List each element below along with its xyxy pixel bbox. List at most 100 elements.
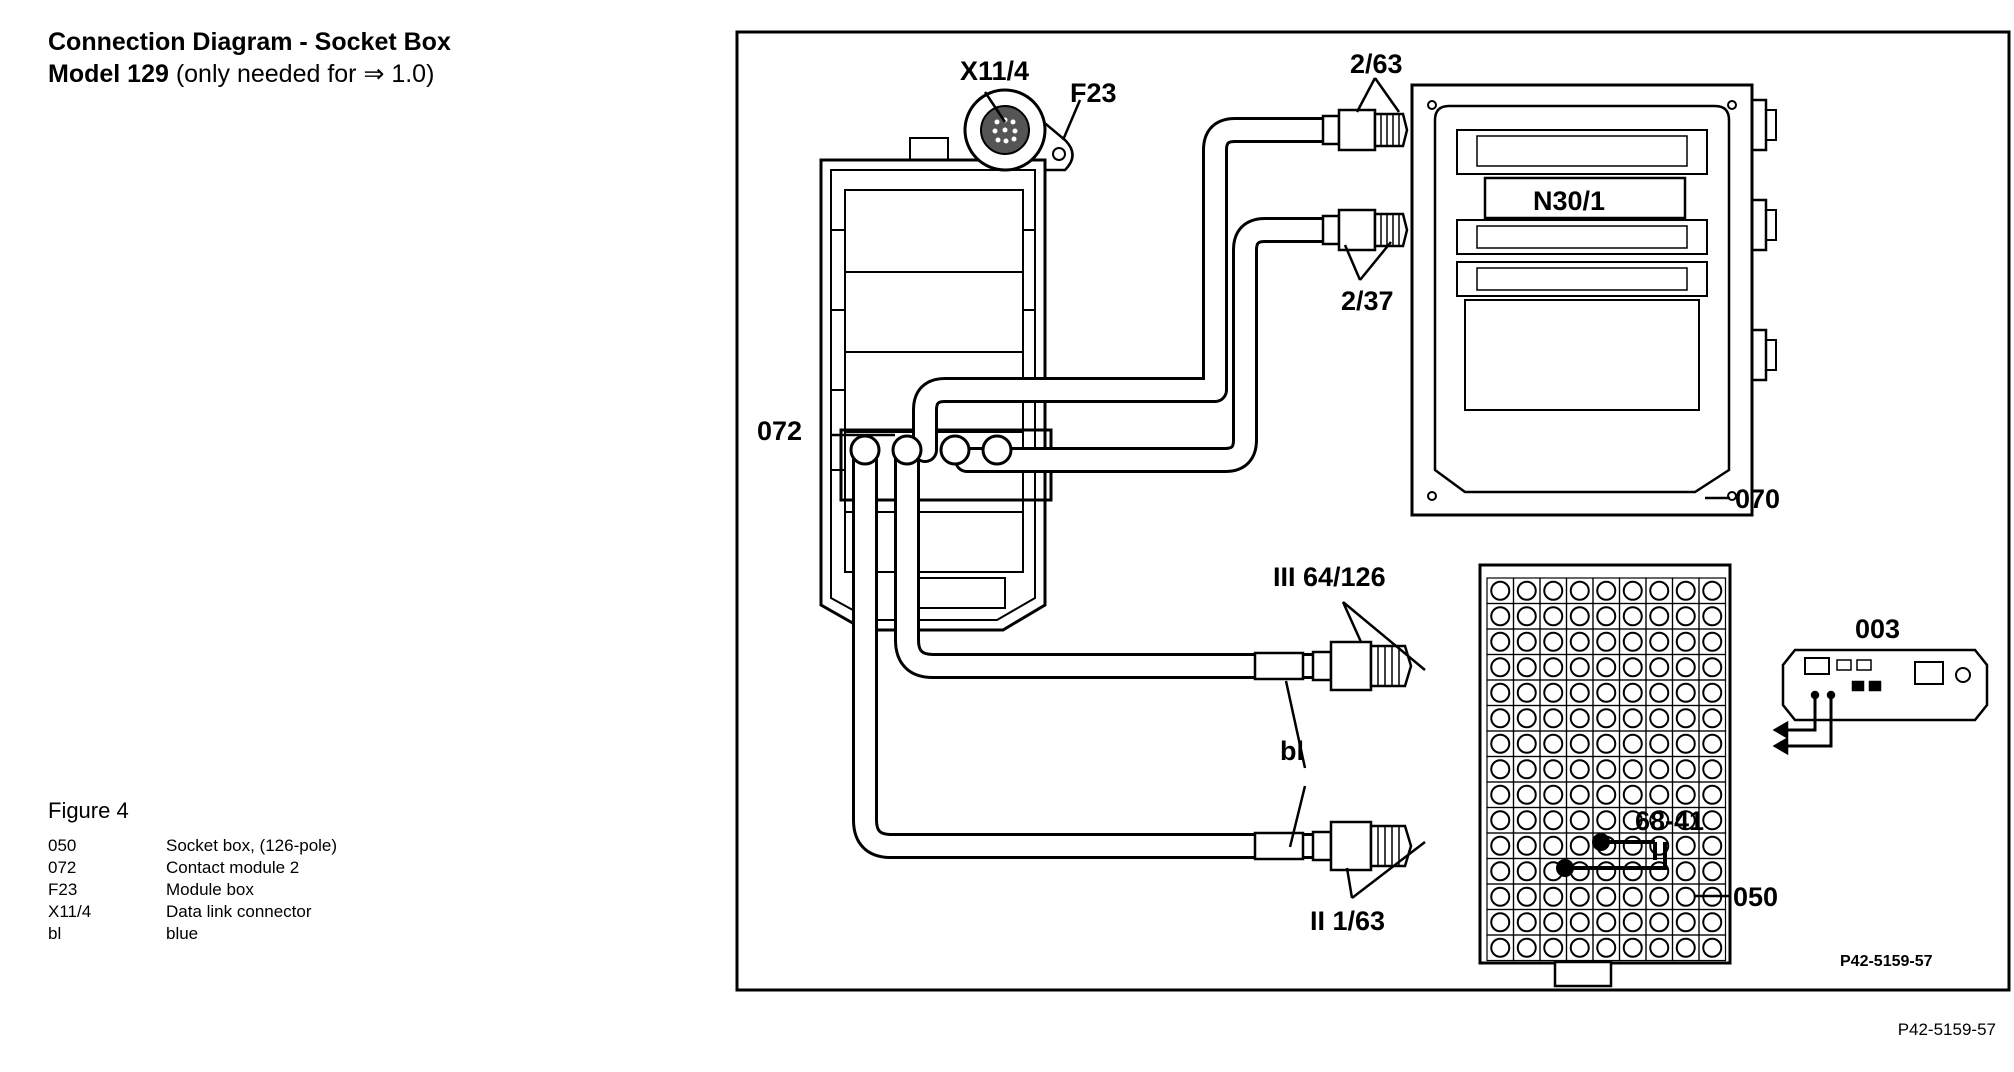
socket-hole <box>1702 759 1723 780</box>
socket-hole <box>1596 580 1617 601</box>
socket-hole <box>1702 861 1723 882</box>
label-jumper: 68-41 <box>1635 806 1704 836</box>
socket-hole <box>1675 657 1696 678</box>
socket-hole <box>1622 606 1643 627</box>
socket-hole <box>1516 708 1537 729</box>
socket-hole <box>1596 708 1617 729</box>
socket-hole <box>1702 606 1723 627</box>
socket-hole <box>1702 937 1723 958</box>
socket-hole <box>1516 810 1537 831</box>
socket-hole <box>1649 580 1670 601</box>
socket-hole <box>1702 682 1723 703</box>
label-n30-1: N30/1 <box>1533 186 1605 216</box>
socket-hole <box>1649 861 1670 882</box>
socket-hole <box>1516 886 1537 907</box>
socket-hole <box>1649 759 1670 780</box>
socket-hole <box>1516 912 1537 933</box>
socket-hole <box>1543 759 1564 780</box>
socket-hole <box>1596 759 1617 780</box>
connector-2-37 <box>1321 208 1409 252</box>
socket-box-foot <box>1553 960 1613 988</box>
cable-entries-072 <box>849 434 1013 466</box>
socket-hole <box>1569 912 1590 933</box>
socket-hole <box>1649 835 1670 856</box>
socket-hole <box>1569 937 1590 958</box>
socket-hole <box>1543 835 1564 856</box>
socket-hole <box>1649 912 1670 933</box>
socket-hole <box>1596 810 1617 831</box>
socket-hole <box>1596 784 1617 805</box>
socket-hole <box>1596 886 1617 907</box>
socket-hole <box>1649 810 1670 831</box>
socket-hole <box>1516 606 1537 627</box>
leader-lines <box>832 77 1730 899</box>
label-070: 070 <box>1735 484 1780 514</box>
cable-iii-64-126 <box>894 437 1333 679</box>
socket-hole <box>1622 580 1643 601</box>
diagram-frame <box>735 30 2011 992</box>
diagram-heading: Connection Diagram - Socket Box Model 12… <box>48 26 451 90</box>
socket-hole <box>1543 886 1564 907</box>
label-003: 003 <box>1855 614 1900 644</box>
socket-hole <box>1490 657 1511 678</box>
socket-hole <box>1596 861 1617 882</box>
socket-hole <box>1569 835 1590 856</box>
socket-hole <box>1675 835 1696 856</box>
socket-hole <box>1702 708 1723 729</box>
socket-hole <box>1490 682 1511 703</box>
socket-hole <box>1622 810 1643 831</box>
socket-hole <box>1622 835 1643 856</box>
socket-hole <box>1649 733 1670 754</box>
socket-hole <box>1675 733 1696 754</box>
socket-hole <box>1516 733 1537 754</box>
socket-hole <box>1543 631 1564 652</box>
diagram-code: P42-5159-57 <box>1840 953 1933 970</box>
socket-hole <box>1675 784 1696 805</box>
socket-hole <box>1675 631 1696 652</box>
label-bl: bl <box>1280 736 1304 766</box>
socket-hole <box>1702 912 1723 933</box>
socket-hole <box>1675 580 1696 601</box>
connector-ii-1-63 <box>1311 820 1413 872</box>
socket-hole <box>1516 657 1537 678</box>
socket-hole <box>1569 810 1590 831</box>
data-link-connector-x11-4 <box>963 88 1047 172</box>
socket-hole <box>1490 835 1511 856</box>
cable-ii-1-63 <box>852 437 1333 859</box>
socket-hole <box>1543 682 1564 703</box>
label-iii-64-126: III 64/126 <box>1273 562 1386 592</box>
socket-hole <box>1569 784 1590 805</box>
label-f23: F23 <box>1070 78 1117 108</box>
socket-hole <box>1649 886 1670 907</box>
socket-hole <box>1702 784 1723 805</box>
socket-hole <box>1516 835 1537 856</box>
socket-hole <box>1622 708 1643 729</box>
socket-hole <box>1543 606 1564 627</box>
socket-hole <box>1569 708 1590 729</box>
label-x11-4: X11/4 <box>960 56 1029 86</box>
socket-hole <box>1702 631 1723 652</box>
figure-code: P42-5159-57 <box>1897 1020 1996 1039</box>
socket-hole <box>1622 861 1643 882</box>
socket-hole <box>1490 631 1511 652</box>
heading-line-2: Model 129 (only needed for ⇒ 1.0) <box>48 60 435 88</box>
connector-2-63 <box>1321 108 1409 152</box>
socket-hole <box>1675 708 1696 729</box>
socket-hole <box>1490 733 1511 754</box>
socket-hole <box>1490 580 1511 601</box>
socket-hole <box>1675 682 1696 703</box>
socket-hole <box>1569 886 1590 907</box>
socket-hole <box>1569 606 1590 627</box>
socket-hole <box>1543 784 1564 805</box>
socket-hole <box>1622 784 1643 805</box>
socket-hole <box>1569 759 1590 780</box>
socket-hole <box>1649 708 1670 729</box>
socket-hole <box>1649 631 1670 652</box>
socket-hole <box>1543 810 1564 831</box>
jumper-68-41 <box>1556 833 1667 877</box>
socket-hole <box>1516 759 1537 780</box>
socket-hole <box>1490 886 1511 907</box>
